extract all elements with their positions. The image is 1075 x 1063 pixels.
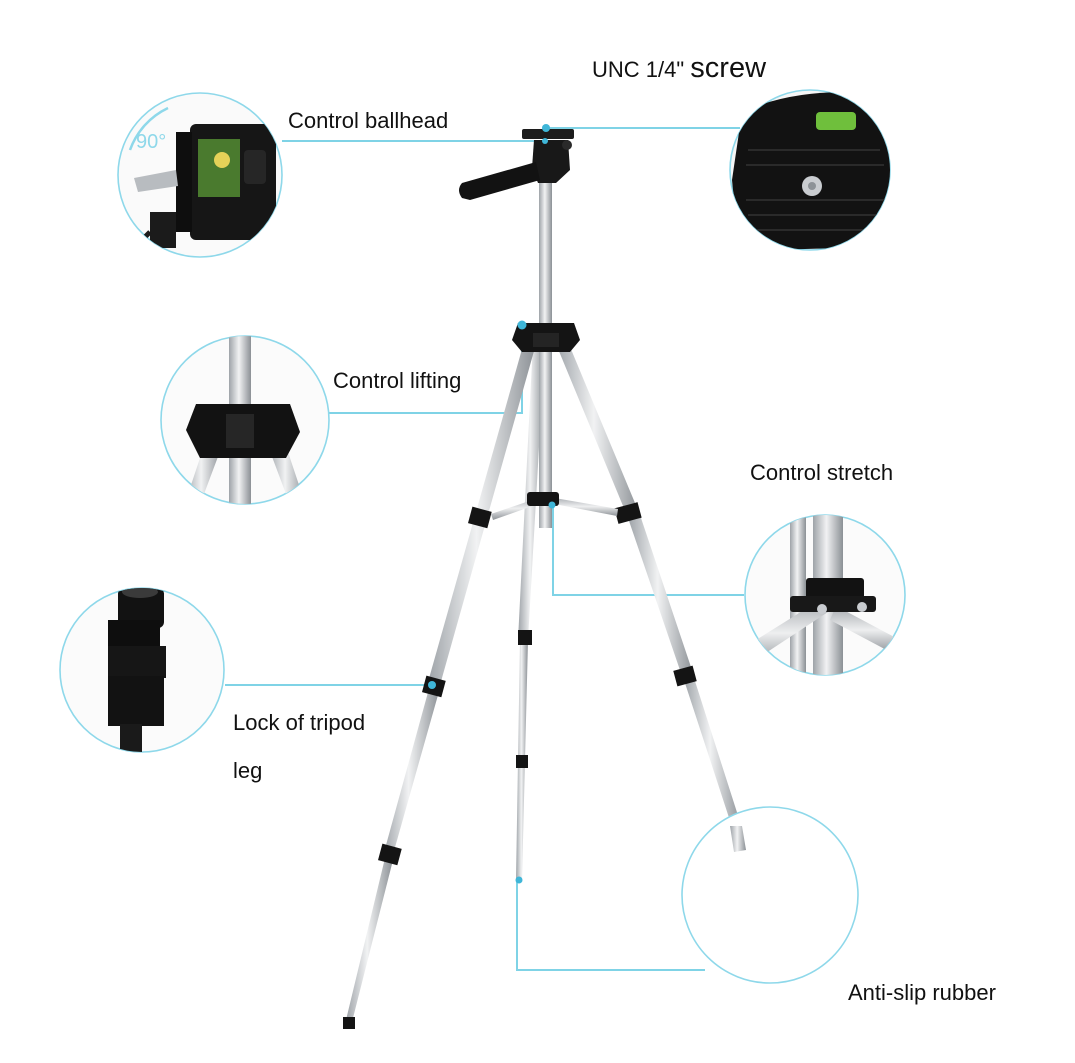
back-leg-lock xyxy=(518,630,532,645)
tripod-left-leg xyxy=(343,342,536,1029)
lifting-detail xyxy=(160,335,330,505)
unc-prefix: UNC 1/4" xyxy=(592,57,685,82)
tripod-back-leg xyxy=(515,342,545,884)
control-lifting-label: Control lifting xyxy=(333,368,462,393)
control-stretch-label: Control stretch xyxy=(750,460,894,485)
pan-handle xyxy=(459,162,540,200)
back-leg-lock-lower xyxy=(516,755,528,768)
leg-lock-icon xyxy=(108,588,166,752)
rubber-foot-icon xyxy=(730,826,746,852)
camera-icon xyxy=(176,124,276,240)
screw-detail xyxy=(729,89,891,251)
pan-head xyxy=(459,124,574,200)
stretch-detail xyxy=(744,514,906,676)
foot-callout-line xyxy=(516,882,705,971)
leg-braces xyxy=(491,492,618,520)
control-ballhead-label: Control ballhead xyxy=(288,108,449,133)
mounting-plate-icon xyxy=(732,92,890,250)
foot-detail xyxy=(681,806,859,984)
tripod-head-casting xyxy=(512,320,580,352)
callout-lines xyxy=(225,127,744,971)
angle-label: 90° xyxy=(136,131,166,153)
stretch-callout-line xyxy=(552,505,744,596)
unc-screw-label: UNC 1/4" screw xyxy=(592,52,766,85)
tripod-right-leg xyxy=(556,342,748,839)
lock-tripod-leg-label-line1: Lock of tripod xyxy=(233,710,366,735)
ballhead-detail: 90° xyxy=(117,92,283,258)
leg-brace-icon xyxy=(745,515,900,675)
unc-screw-word: screw xyxy=(690,52,767,84)
center-column-tube xyxy=(539,178,552,528)
lock-detail xyxy=(59,587,225,753)
anti-slip-rubber-label: Anti-slip rubber xyxy=(848,980,996,1005)
tripod xyxy=(343,124,774,1029)
lock-tripod-leg-label-line2: leg xyxy=(233,758,263,783)
